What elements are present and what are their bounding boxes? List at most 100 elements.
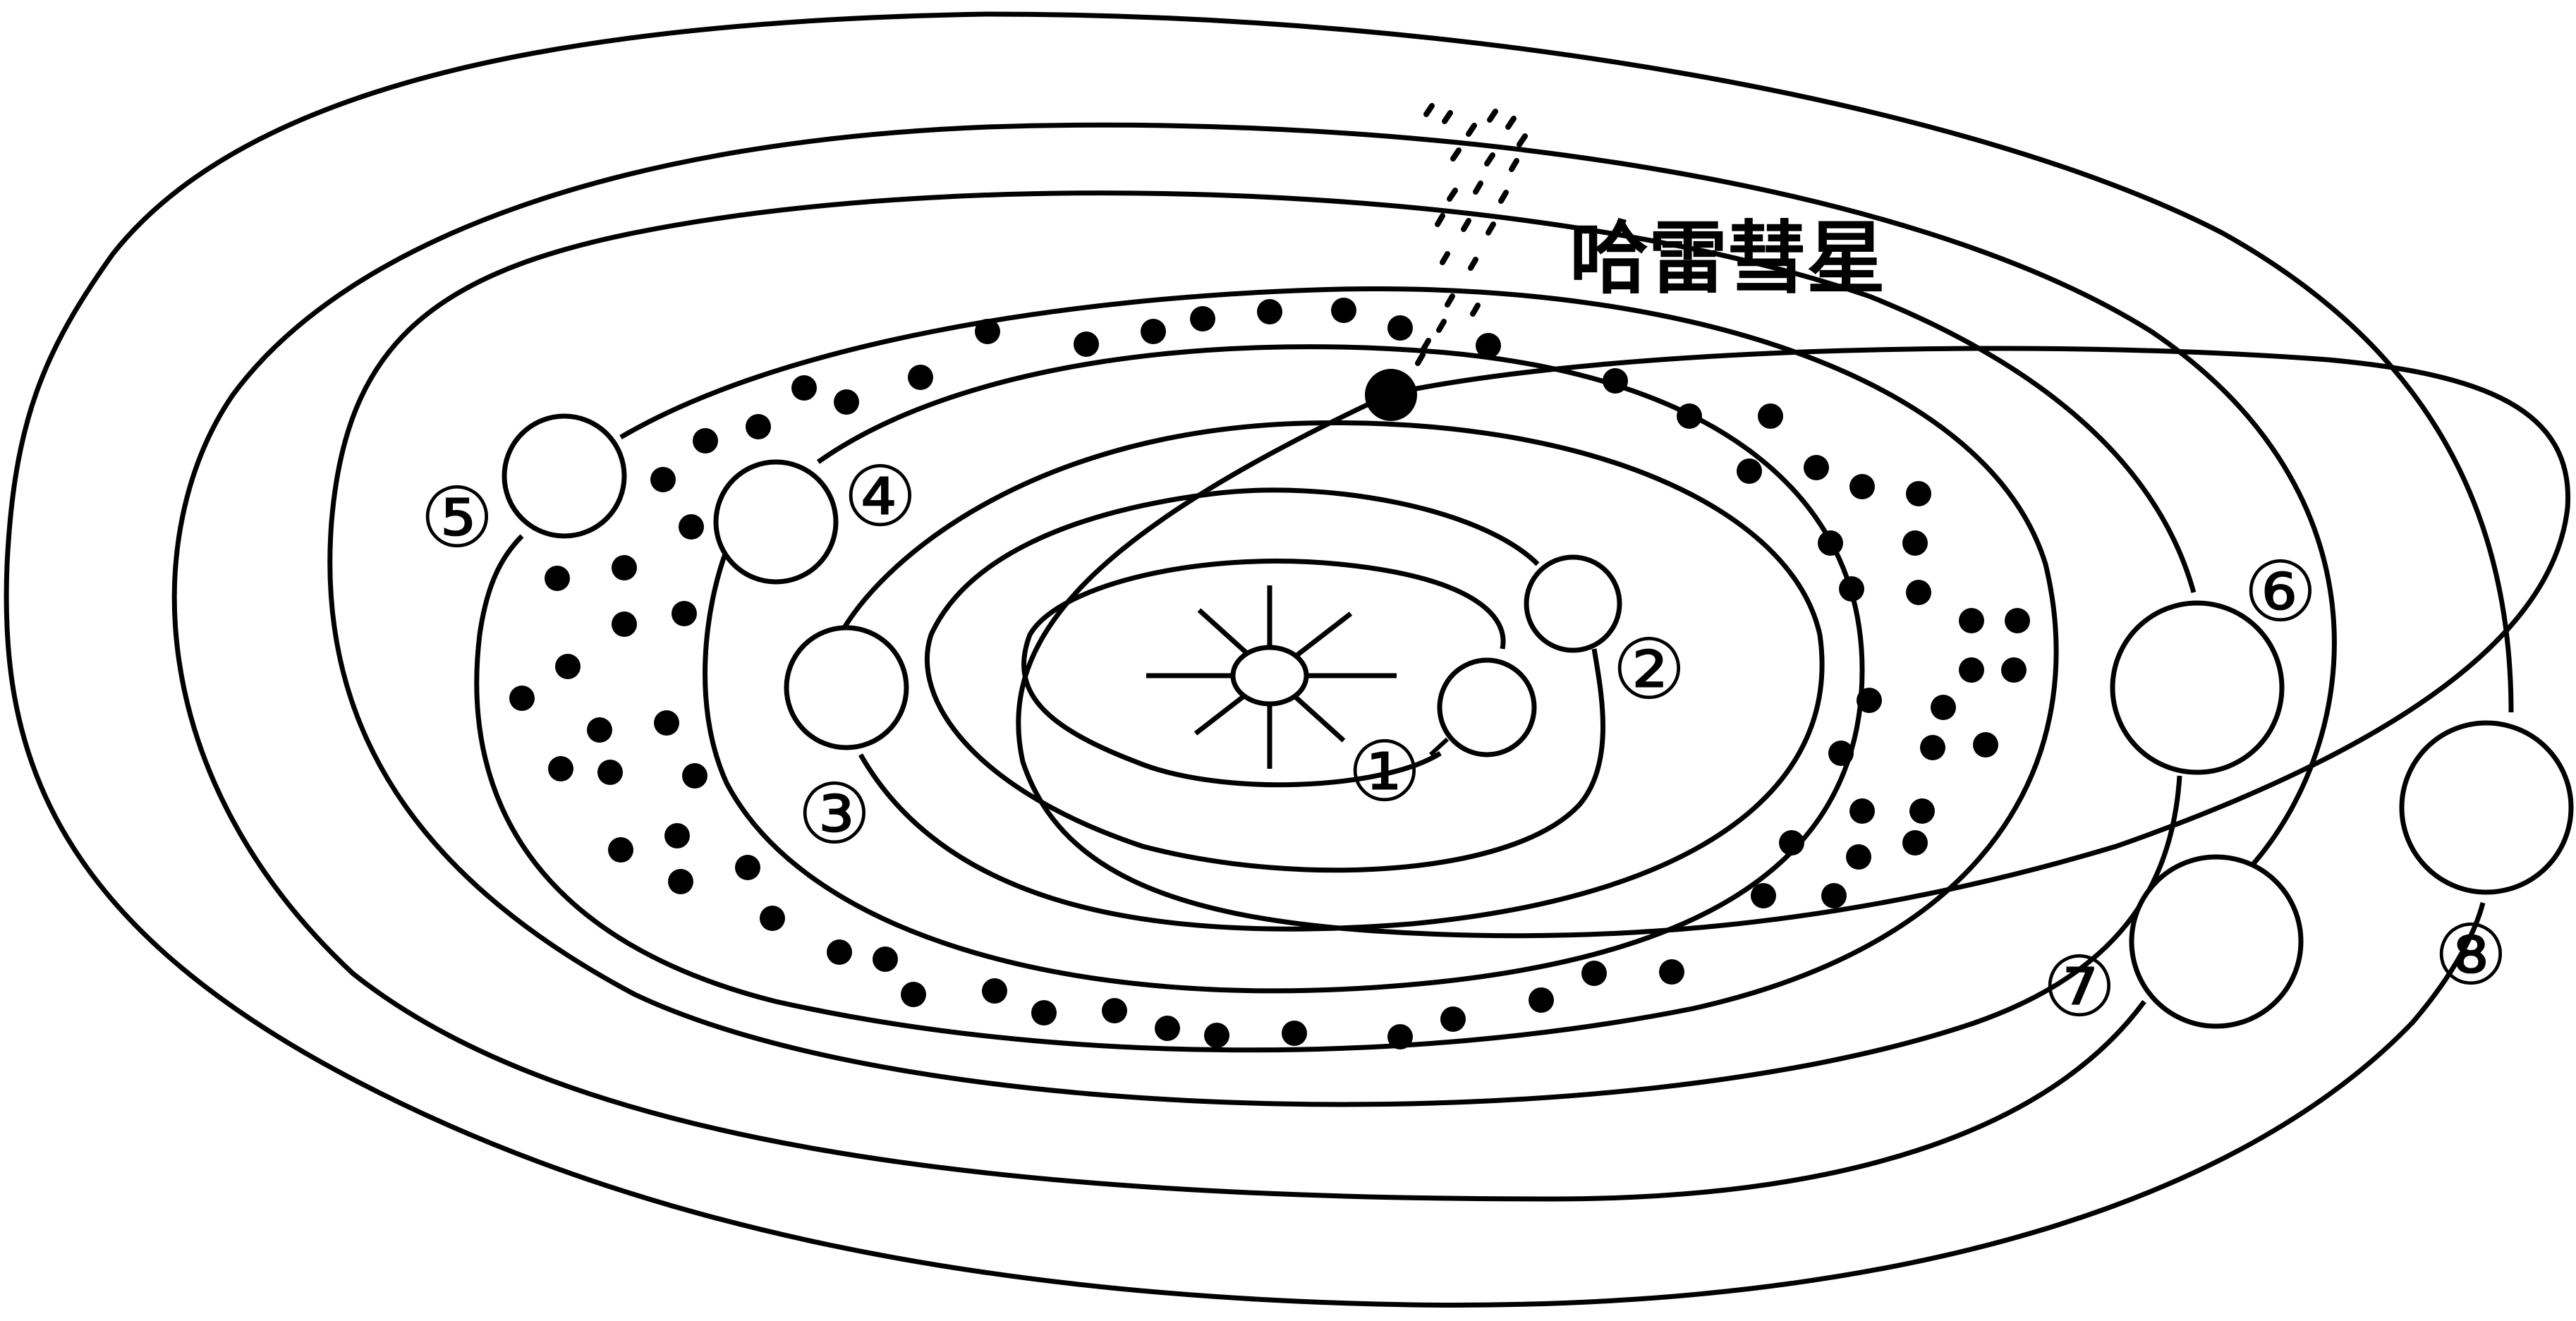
asteroid-dot bbox=[1102, 998, 1127, 1023]
asteroid-dot bbox=[654, 710, 679, 736]
asteroid-dot bbox=[668, 869, 693, 894]
orbit-7 bbox=[171, 122, 2337, 1202]
asteroid-dot bbox=[1804, 455, 1829, 480]
planet-7 bbox=[2129, 854, 2304, 1029]
asteroid-dot bbox=[587, 717, 612, 743]
asteroid-dot bbox=[1282, 1021, 1307, 1046]
orbit-8 bbox=[4, 11, 2514, 1308]
asteroid-dot bbox=[548, 756, 573, 781]
asteroid-dot bbox=[679, 514, 704, 540]
asteroid-dot bbox=[1387, 1024, 1413, 1049]
asteroid-dot bbox=[1758, 403, 1783, 429]
orbit-3 bbox=[838, 420, 1825, 932]
comet-tail bbox=[1415, 103, 1528, 366]
planet-8 bbox=[2399, 720, 2574, 895]
asteroid-dot bbox=[693, 428, 718, 453]
asteroid-dot bbox=[1751, 883, 1776, 908]
asteroid-dot bbox=[597, 760, 623, 785]
asteroid-dot bbox=[1909, 798, 1935, 824]
asteroid-dot bbox=[1603, 368, 1628, 394]
asteroid-dot bbox=[555, 654, 581, 679]
planet-label-1: ① bbox=[1347, 723, 1422, 820]
planet-label-4: ④ bbox=[843, 448, 918, 545]
planet-label-7: ⑦ bbox=[2042, 938, 2117, 1035]
asteroid-dot bbox=[1155, 1016, 1180, 1041]
asteroid-dot bbox=[834, 389, 859, 415]
asteroid-dot bbox=[608, 837, 633, 863]
asteroid-dot bbox=[1902, 530, 1928, 556]
asteroid-dot bbox=[1677, 403, 1702, 429]
orbits bbox=[4, 11, 2514, 1308]
asteroid-belt bbox=[509, 298, 2030, 1049]
asteroid-dot bbox=[1737, 458, 1762, 484]
asteroid-dot bbox=[760, 906, 785, 931]
asteroid-dot bbox=[682, 763, 707, 789]
asteroid-dot bbox=[1141, 319, 1166, 344]
asteroid-dot bbox=[1846, 844, 1871, 870]
asteroid-dot bbox=[1906, 580, 1931, 605]
leader-line-1 bbox=[1428, 737, 1450, 757]
asteroid-dot bbox=[1581, 961, 1607, 986]
planet-label-8: ⑧ bbox=[2434, 906, 2508, 1004]
asteroid-dot bbox=[873, 946, 898, 972]
asteroid-dot bbox=[1839, 576, 1864, 602]
asteroid-dot bbox=[1902, 830, 1928, 856]
planet-5 bbox=[502, 413, 627, 539]
planet-label-2: ② bbox=[1612, 621, 1687, 718]
comet-head-icon bbox=[1365, 369, 1417, 421]
planet-4 bbox=[713, 459, 839, 585]
asteroid-dot bbox=[2001, 657, 2027, 683]
asteroid-dot bbox=[1849, 798, 1875, 824]
asteroid-dot bbox=[901, 982, 926, 1007]
planet-label-3: ③ bbox=[797, 765, 872, 863]
comet-label: 哈雷彗星 bbox=[1569, 212, 1885, 305]
halley-comet-orbit bbox=[1016, 346, 2571, 939]
asteroid-dot bbox=[664, 823, 690, 848]
asteroid-dot bbox=[1857, 688, 1882, 713]
asteroid-dot bbox=[1959, 657, 1984, 683]
asteroid-dot bbox=[1818, 530, 1843, 556]
asteroid-dot bbox=[1659, 959, 1684, 985]
planet-3 bbox=[784, 625, 909, 750]
asteroid-dot bbox=[1828, 741, 1854, 766]
planets bbox=[502, 413, 2574, 1029]
planet-label-5: ⑤ bbox=[420, 469, 494, 566]
asteroid-dot bbox=[1476, 333, 1501, 358]
planet-1 bbox=[1437, 657, 1537, 757]
asteroid-dot bbox=[1074, 331, 1099, 357]
sun-icon bbox=[1146, 585, 1397, 769]
asteroid-dot bbox=[735, 855, 760, 880]
planet-6 bbox=[2110, 600, 2285, 775]
asteroid-dot bbox=[545, 566, 570, 591]
asteroid-dot bbox=[982, 978, 1007, 1004]
planet-2 bbox=[1524, 554, 1622, 653]
asteroid-dot bbox=[1190, 306, 1215, 331]
asteroid-dot bbox=[1906, 481, 1931, 506]
asteroid-dot bbox=[827, 939, 852, 965]
asteroid-dot bbox=[1779, 830, 1804, 856]
orbit-2 bbox=[924, 487, 1605, 873]
asteroid-dot bbox=[1973, 732, 1998, 757]
orbit-5 bbox=[474, 286, 2059, 1053]
asteroid-dot bbox=[1931, 695, 1956, 720]
asteroid-dot bbox=[1821, 883, 1847, 908]
asteroid-dot bbox=[672, 601, 697, 626]
asteroid-dot bbox=[1257, 299, 1282, 324]
asteroid-dot bbox=[612, 611, 637, 637]
asteroid-dot bbox=[1440, 1006, 1466, 1032]
asteroid-dot bbox=[650, 467, 676, 492]
asteroid-dot bbox=[1031, 1000, 1057, 1025]
asteroid-dot bbox=[1920, 735, 1945, 760]
asteroid-dot bbox=[975, 319, 1000, 344]
asteroid-dot bbox=[908, 365, 933, 390]
asteroid-dot bbox=[1331, 298, 1356, 323]
planet-label-6: ⑥ bbox=[2243, 543, 2318, 640]
orbit-1 bbox=[1021, 559, 1506, 788]
asteroid-dot bbox=[746, 414, 771, 439]
planet-labels: ① ② ③ ④ ⑤ ⑥ ⑦ ⑧ bbox=[420, 448, 2508, 1035]
asteroid-dot bbox=[612, 555, 637, 580]
asteroid-dot bbox=[1959, 608, 1984, 633]
asteroid-dot bbox=[509, 686, 535, 711]
asteroid-dot bbox=[791, 375, 817, 401]
